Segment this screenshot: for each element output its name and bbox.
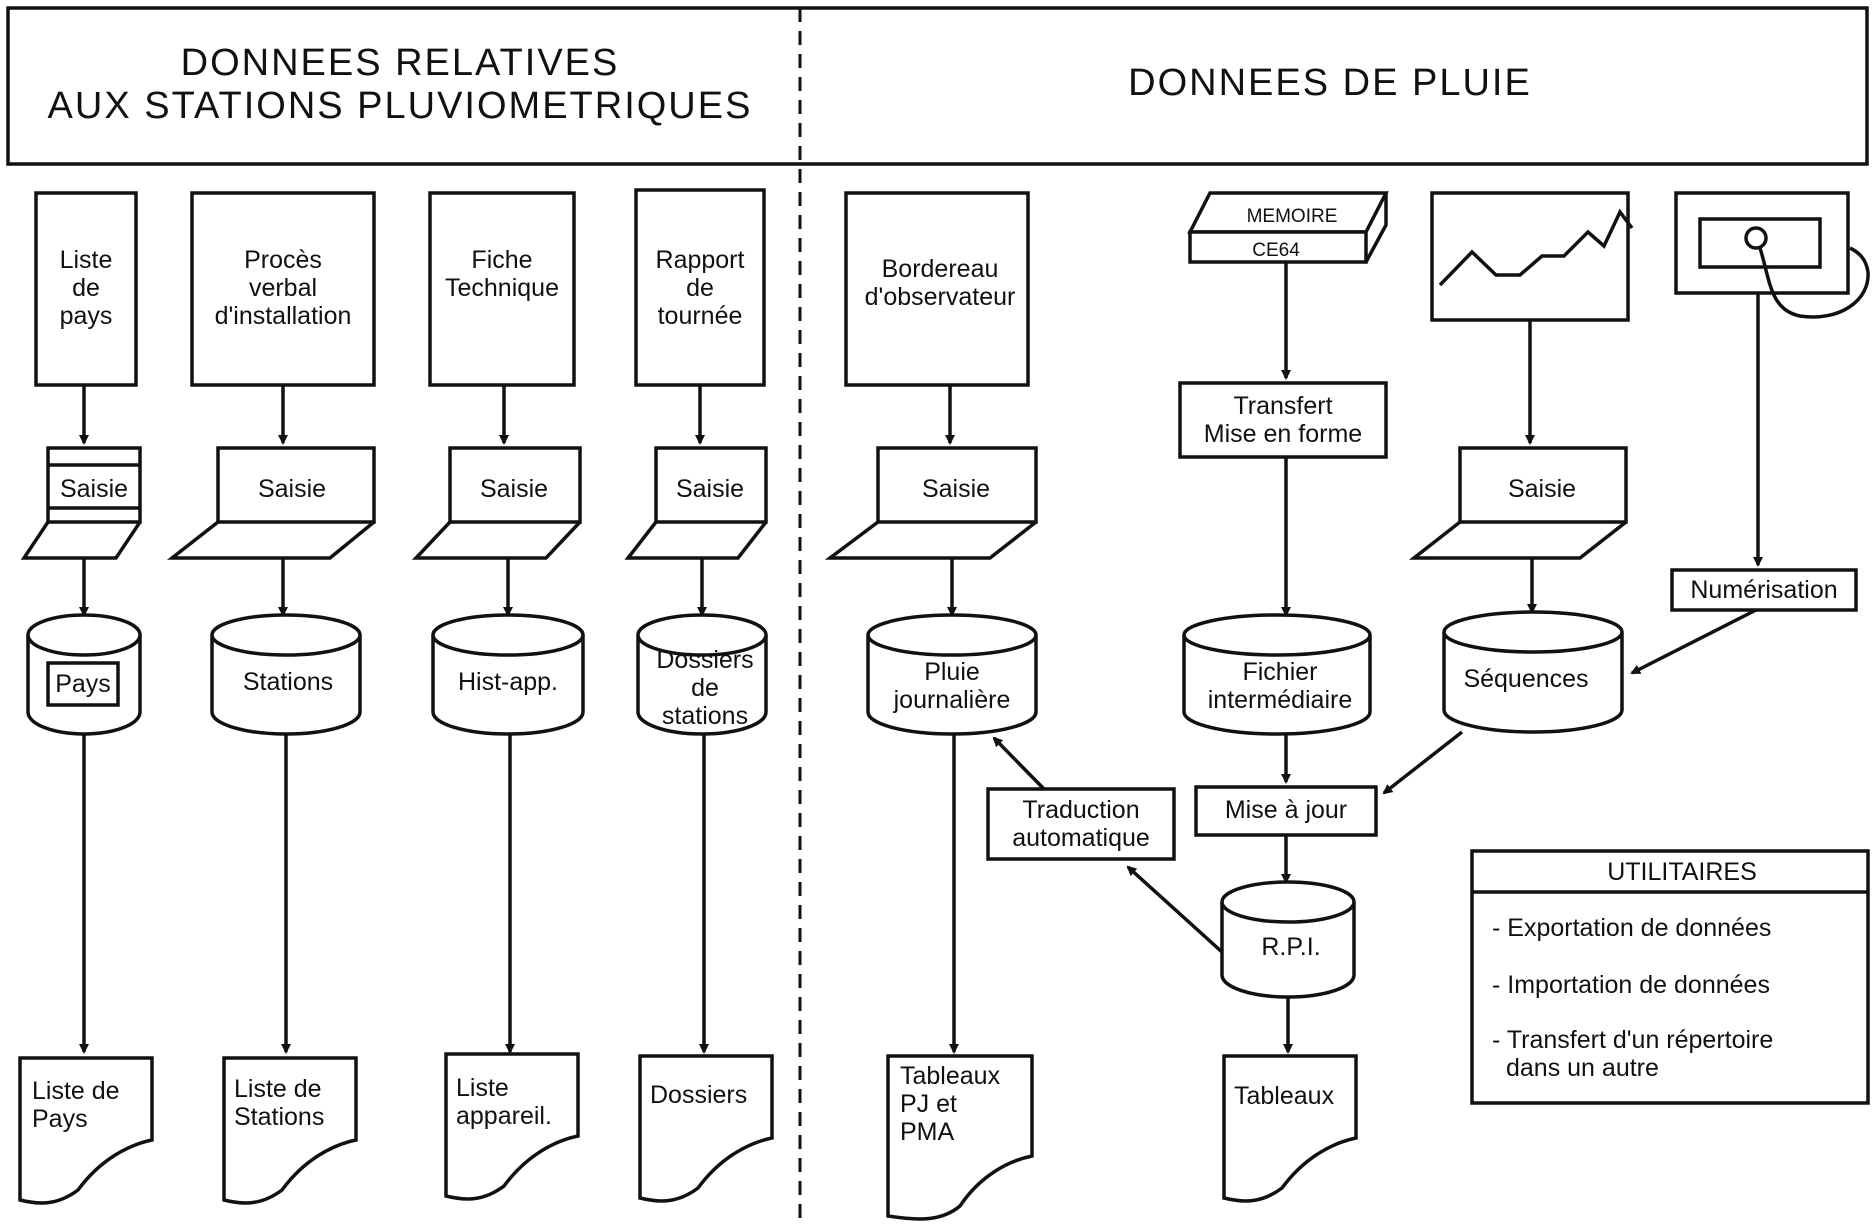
svg-text:intermédiaire: intermédiaire bbox=[1208, 686, 1353, 714]
svg-text:Saisie: Saisie bbox=[60, 475, 128, 503]
db-hist-app: Hist-app. bbox=[431, 613, 585, 736]
svg-text:Saisie: Saisie bbox=[480, 475, 548, 503]
utilitaires-item: - Transfert d'un répertoire bbox=[1492, 1026, 1773, 1054]
svg-text:d'installation: d'installation bbox=[215, 302, 352, 330]
svg-text:PMA: PMA bbox=[900, 1118, 955, 1146]
svg-text:Stations: Stations bbox=[243, 668, 333, 696]
svg-text:Dossiers: Dossiers bbox=[656, 646, 753, 674]
doc-liste-pays: Liste de pays bbox=[34, 191, 138, 387]
svg-text:Saisie: Saisie bbox=[922, 475, 990, 503]
db-rpi: R.P.I. bbox=[1220, 880, 1356, 999]
db-stations: Stations bbox=[210, 613, 362, 736]
svg-text:R.P.I.: R.P.I. bbox=[1261, 933, 1320, 961]
db-sequences: Séquences bbox=[1442, 610, 1624, 734]
doc-graph-chart bbox=[1430, 191, 1634, 322]
header-left-line1: DONNEES RELATIVES bbox=[181, 42, 620, 84]
svg-text:Traduction: Traduction bbox=[1022, 796, 1139, 824]
saisie-terminal-5: Saisie bbox=[824, 446, 1038, 560]
digitizer-tablet bbox=[1674, 191, 1870, 319]
svg-text:Rapport: Rapport bbox=[656, 246, 745, 274]
doc-rapport-tournee: Rapport de tournée bbox=[634, 188, 766, 387]
svg-text:CE64: CE64 bbox=[1252, 240, 1300, 261]
svg-text:Fiche: Fiche bbox=[471, 246, 532, 274]
db-dossiers-stations: Dossiers de stations bbox=[636, 613, 768, 736]
process-transfert: Transfert Mise en forme bbox=[1178, 381, 1388, 459]
saisie-terminal-2: Saisie bbox=[166, 446, 376, 560]
svg-text:Saisie: Saisie bbox=[258, 475, 326, 503]
svg-text:Tableaux: Tableaux bbox=[900, 1062, 1001, 1090]
svg-text:Bordereau: Bordereau bbox=[882, 255, 999, 283]
svg-text:Hist-app.: Hist-app. bbox=[458, 668, 558, 696]
output-liste-pays: Liste de Pays bbox=[18, 1056, 154, 1205]
svg-text:Procès: Procès bbox=[244, 246, 322, 274]
utilitaires-item: - Importation de données bbox=[1492, 971, 1770, 999]
svg-text:Liste: Liste bbox=[456, 1074, 509, 1102]
svg-text:d'observateur: d'observateur bbox=[865, 283, 1016, 311]
svg-text:Transfert: Transfert bbox=[1233, 392, 1332, 420]
output-liste-stations: Liste de Stations bbox=[222, 1056, 358, 1205]
process-mise-a-jour: Mise à jour bbox=[1194, 785, 1378, 837]
svg-text:Technique: Technique bbox=[445, 274, 559, 302]
output-tableaux-pj-pma: Tableaux PJ et PMA bbox=[886, 1054, 1034, 1221]
svg-text:Saisie: Saisie bbox=[676, 475, 744, 503]
output-tableaux: Tableaux bbox=[1222, 1054, 1358, 1203]
svg-text:Fichier: Fichier bbox=[1242, 658, 1317, 686]
svg-text:verbal: verbal bbox=[249, 274, 317, 302]
doc-bordereau: Bordereau d'observateur bbox=[844, 191, 1030, 387]
svg-text:Numérisation: Numérisation bbox=[1690, 576, 1837, 604]
svg-text:Liste de: Liste de bbox=[234, 1075, 322, 1103]
output-dossiers: Dossiers bbox=[638, 1054, 774, 1203]
svg-text:journalière: journalière bbox=[893, 686, 1011, 714]
svg-text:Séquences: Séquences bbox=[1463, 665, 1588, 693]
db-pays: Pays bbox=[26, 613, 142, 736]
header-frame bbox=[6, 6, 1869, 166]
saisie-terminal-4: Saisie bbox=[624, 446, 768, 560]
utilitaires-item: dans un autre bbox=[1506, 1054, 1659, 1082]
header-right: DONNEES DE PLUIE bbox=[1128, 62, 1532, 104]
svg-text:de: de bbox=[691, 674, 719, 702]
svg-text:automatique: automatique bbox=[1012, 824, 1150, 852]
svg-text:PJ et: PJ et bbox=[900, 1090, 957, 1118]
svg-text:pays: pays bbox=[60, 302, 113, 330]
svg-text:Pluie: Pluie bbox=[924, 658, 980, 686]
svg-text:Pays: Pays bbox=[32, 1105, 88, 1133]
svg-text:Liste: Liste bbox=[60, 246, 113, 274]
svg-text:Mise en forme: Mise en forme bbox=[1204, 420, 1362, 448]
svg-text:stations: stations bbox=[662, 702, 748, 730]
svg-text:de: de bbox=[686, 274, 714, 302]
saisie-terminal-6: Saisie bbox=[1408, 446, 1628, 560]
saisie-terminal-3: Saisie bbox=[411, 446, 582, 560]
svg-text:Stations: Stations bbox=[234, 1103, 324, 1131]
svg-text:de: de bbox=[72, 274, 100, 302]
utilitaires-panel: UTILITAIRES - Exportation de données - I… bbox=[1470, 849, 1870, 1105]
doc-fiche-technique: Fiche Technique bbox=[428, 191, 576, 387]
output-liste-appareil: Liste appareil. bbox=[444, 1052, 580, 1201]
svg-text:Pays: Pays bbox=[55, 670, 111, 698]
db-pluie-journaliere: Pluie journalière bbox=[866, 613, 1038, 736]
svg-text:Mise à jour: Mise à jour bbox=[1225, 796, 1347, 824]
doc-proces-verbal: Procès verbal d'installation bbox=[190, 191, 376, 387]
utilitaires-item: - Exportation de données bbox=[1492, 914, 1771, 942]
saisie-terminal-1: Saisie bbox=[20, 446, 142, 560]
db-fichier-intermediaire: Fichier intermédiaire bbox=[1182, 613, 1372, 736]
svg-text:tournée: tournée bbox=[658, 302, 743, 330]
header-left-line2: AUX STATIONS PLUVIOMETRIQUES bbox=[48, 85, 753, 127]
svg-text:MEMOIRE: MEMOIRE bbox=[1247, 206, 1338, 227]
svg-text:appareil.: appareil. bbox=[456, 1102, 552, 1130]
memoire-ce64-device: MEMOIRE CE64 bbox=[1187, 191, 1389, 264]
svg-text:Liste de: Liste de bbox=[32, 1077, 120, 1105]
svg-text:Saisie: Saisie bbox=[1508, 475, 1576, 503]
utilitaires-title: UTILITAIRES bbox=[1607, 858, 1757, 886]
process-numerisation: Numérisation bbox=[1670, 568, 1858, 612]
svg-text:Tableaux: Tableaux bbox=[1234, 1082, 1335, 1110]
process-traduction-automatique: Traduction automatique bbox=[986, 787, 1176, 861]
svg-text:Dossiers: Dossiers bbox=[650, 1081, 747, 1109]
